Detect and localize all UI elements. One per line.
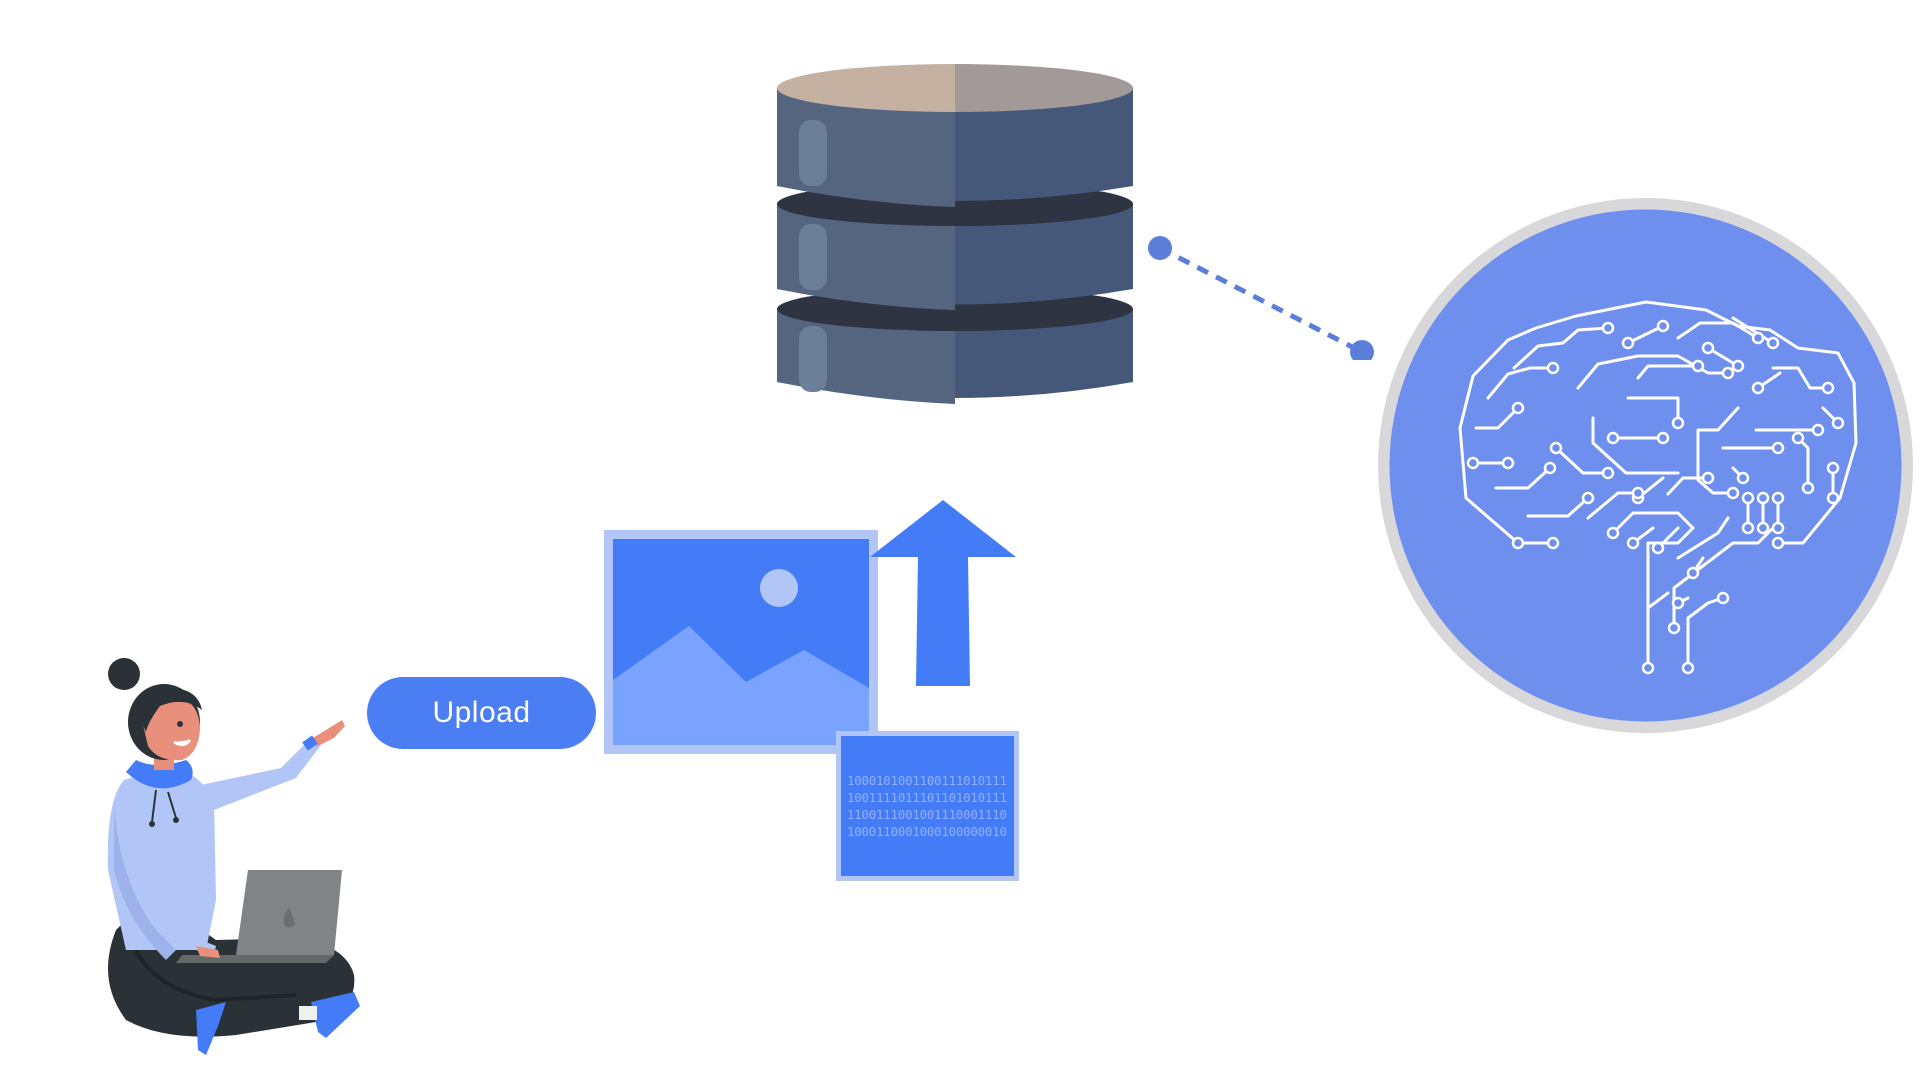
upload-arrow-icon [870, 500, 1016, 686]
binary-line: 1000101001100111010111 [847, 773, 1007, 788]
binary-line: 1001111011101101010111 [847, 790, 1007, 805]
binary-line: 1100111001001110001110 [847, 807, 1007, 822]
connector-end-dot [1350, 340, 1374, 360]
binary-line: 1000110001000100000010 [847, 824, 1007, 839]
person-with-laptop-illustration [107, 658, 360, 1055]
database-icon [777, 64, 1133, 404]
circuit-brain-icon [1378, 198, 1913, 733]
image-icon [604, 530, 878, 754]
connector-start-dot [1148, 236, 1172, 260]
binary-data-card: 1000101001100111010111 10011110111011010… [836, 731, 1019, 881]
connector-line [1148, 236, 1374, 360]
binary-data-block: 1000101001100111010111 10011110111011010… [841, 736, 1014, 876]
upload-button[interactable]: Upload [367, 677, 596, 749]
